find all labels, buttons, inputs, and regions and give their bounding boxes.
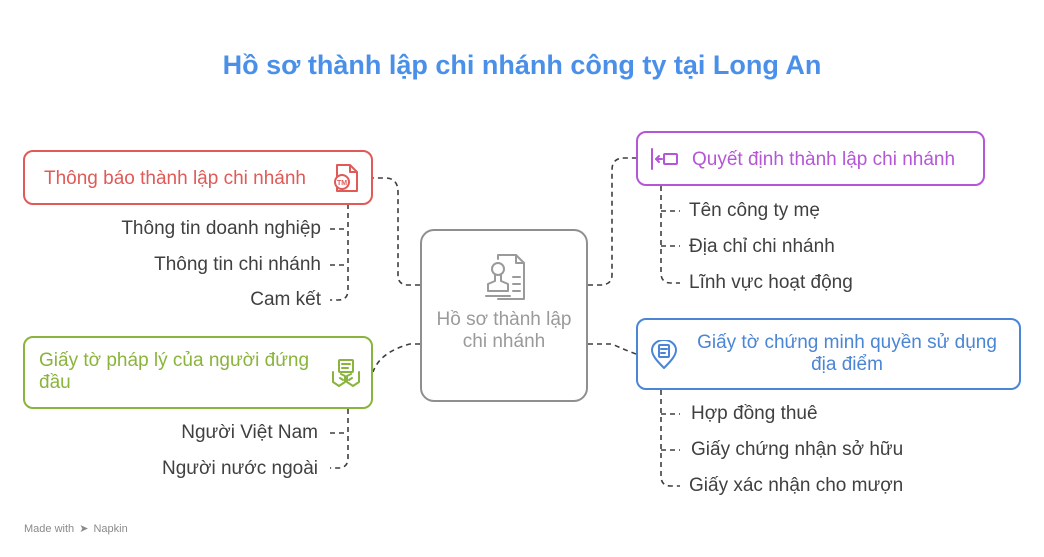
location-document-icon bbox=[651, 340, 677, 369]
notice-label: Thông báo thành lập chi nhánh bbox=[44, 168, 306, 189]
decision-label: Quyết định thành lập chi nhánh bbox=[692, 149, 956, 170]
legal-box: Giấy tờ pháp lý của người đứng đầu bbox=[23, 336, 373, 409]
decision-item-2: Lĩnh vực hoạt động bbox=[689, 272, 853, 293]
location-box: Giấy tờ chứng minh quyền sử dụng địa điể… bbox=[636, 318, 1021, 390]
legal-label: Giấy tờ pháp lý của người đứng đầu bbox=[39, 350, 310, 393]
location-item-1: Giấy chứng nhận sở hữu bbox=[691, 439, 904, 460]
notice-item-1: Thông tin chi nhánh bbox=[154, 254, 321, 275]
document-stamp-icon bbox=[485, 254, 525, 300]
location-label: Giấy tờ chứng minh quyền sử dụng địa điể… bbox=[697, 332, 997, 375]
decision-box: Quyết định thành lập chi nhánh bbox=[636, 131, 985, 186]
location-item-2: Giấy xác nhận cho mượn bbox=[689, 475, 904, 496]
login-arrow-icon bbox=[651, 148, 678, 170]
notice-item-0: Thông tin doanh nghiệp bbox=[121, 218, 321, 239]
decision-item-0: Tên công ty mẹ bbox=[689, 200, 820, 221]
napkin-logo-icon: ➤ bbox=[79, 523, 89, 535]
center-label: Hồ sơ thành lập chi nhánh bbox=[436, 309, 572, 352]
legal-item-1: Người nước ngoài bbox=[162, 458, 318, 479]
trademark-document-icon: TM bbox=[334, 164, 358, 192]
handshake-icon bbox=[332, 359, 360, 387]
notice-item-2: Cam kết bbox=[250, 289, 321, 310]
footer-watermark: Made with ➤ Napkin bbox=[24, 522, 128, 535]
location-item-0: Hợp đồng thuê bbox=[691, 403, 818, 424]
page-title: Hồ sơ thành lập chi nhánh công ty tại Lo… bbox=[222, 50, 822, 80]
svg-text:TM: TM bbox=[337, 180, 347, 187]
footer-brand: Napkin bbox=[93, 523, 128, 535]
footer-made-with: Made with bbox=[24, 523, 75, 535]
decision-item-1: Địa chỉ chi nhánh bbox=[689, 236, 835, 257]
center-node: Hồ sơ thành lập chi nhánh bbox=[420, 229, 588, 402]
notice-box: Thông báo thành lập chi nhánh TM bbox=[23, 150, 373, 205]
legal-item-0: Người Việt Nam bbox=[181, 422, 318, 443]
